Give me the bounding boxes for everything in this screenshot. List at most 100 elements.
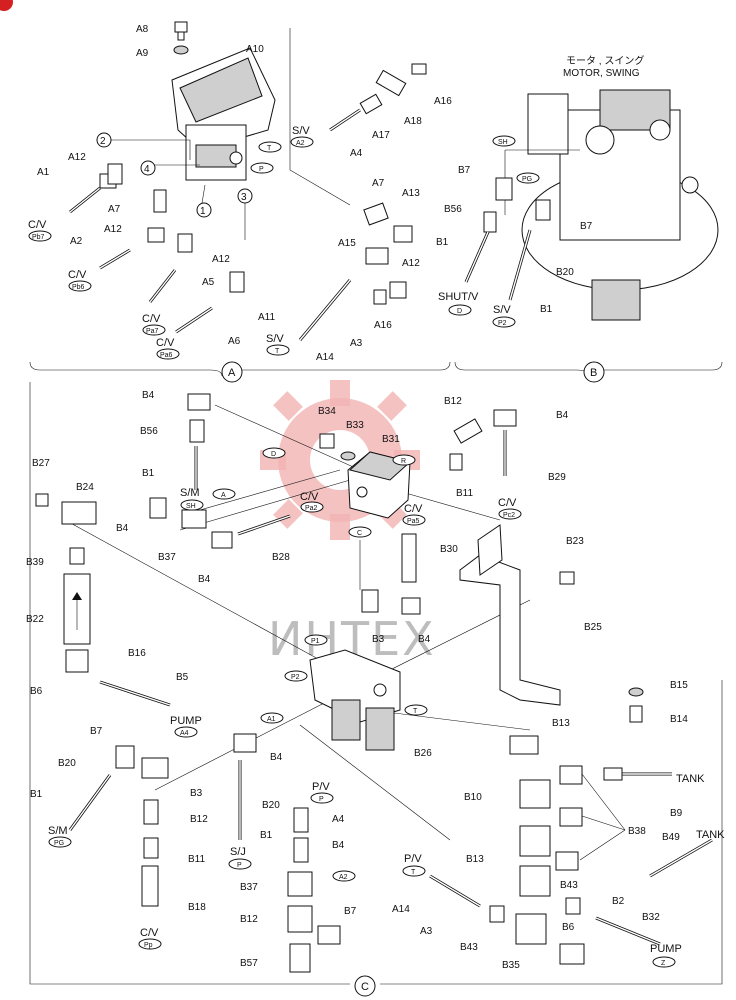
valve-block-b26	[309, 649, 401, 751]
label-b1: B1	[260, 830, 273, 841]
svg-text:C/V: C/V	[156, 337, 175, 349]
svg-text:S/V: S/V	[266, 333, 284, 345]
label-b34: B34	[318, 406, 336, 417]
svg-text:Pp: Pp	[144, 942, 153, 949]
svg-text:C/V: C/V	[28, 219, 47, 231]
label-b6: B6	[30, 686, 43, 697]
label-a12: A12	[402, 258, 420, 269]
fitting-b24	[61, 501, 97, 525]
svg-text:A1: A1	[267, 716, 276, 723]
hose-b16-b5	[99, 680, 171, 707]
label-b18: B18	[188, 902, 206, 913]
label-b5: B5	[176, 672, 189, 683]
svg-text:PUMP: PUMP	[650, 943, 682, 955]
bracket-b25	[459, 524, 561, 706]
svg-text:Pa6: Pa6	[160, 352, 173, 359]
hose-b28	[237, 514, 291, 536]
fitting-b35	[515, 913, 547, 945]
label-a1: A1	[37, 167, 50, 178]
label-b20: B20	[262, 800, 280, 811]
port-pv-p: P/V P	[310, 781, 334, 804]
label-b24: B24	[76, 482, 94, 493]
fitting-a4-c	[293, 807, 309, 833]
port-cv-pa6: C/V Pa6	[156, 337, 180, 360]
port-tag: P	[250, 162, 274, 174]
fitting-a12-4	[389, 281, 407, 299]
port-cv-pp: C/V Pp	[138, 927, 162, 950]
label-a14: A14	[316, 352, 334, 363]
fitting-a12-2	[147, 227, 165, 243]
label-b23: B23	[566, 536, 584, 547]
circled-number: 4	[140, 160, 156, 176]
fitting-b30	[401, 533, 417, 583]
fitting-b14	[629, 705, 643, 723]
label-a7: A7	[372, 178, 385, 189]
fitting-b34	[319, 433, 335, 449]
label-tank-2: TANK	[696, 829, 725, 841]
label-a3: A3	[350, 338, 363, 349]
fitting-b12-c	[453, 418, 483, 444]
svg-text:Pa5: Pa5	[407, 518, 420, 525]
label-b20: B20	[58, 758, 76, 769]
swing-motor	[521, 89, 719, 321]
label-a17: A17	[372, 130, 390, 141]
label-b1: B1	[30, 789, 43, 800]
fitting-a12-1	[107, 163, 123, 185]
fitting-b56-c	[189, 419, 205, 443]
label-b4: B4	[418, 634, 431, 645]
fitting-b11	[449, 453, 463, 471]
circled-number: 2	[96, 132, 112, 148]
label-a7: A7	[108, 204, 121, 215]
fitting-b37	[181, 509, 207, 529]
port-sv-a2: S/VA2	[290, 125, 314, 148]
svg-text:P: P	[319, 796, 324, 803]
svg-text:Pc2: Pc2	[503, 512, 515, 519]
label-a11: A11	[258, 312, 275, 323]
svg-text:R: R	[401, 458, 406, 465]
svg-text:T: T	[413, 708, 418, 715]
fitting-b6	[65, 649, 89, 673]
svg-text:S/V: S/V	[493, 304, 511, 316]
label-a15: A15	[338, 238, 356, 249]
label-a13: A13	[402, 188, 420, 199]
fitting-a13	[393, 225, 413, 243]
fitting-a15	[365, 247, 389, 265]
label-a18: A18	[404, 116, 422, 127]
svg-text:P/V: P/V	[312, 781, 330, 793]
hose-b20	[508, 229, 532, 301]
label-a9: A9	[136, 48, 149, 59]
label-b3: B3	[372, 634, 385, 645]
block-tag: T	[404, 704, 428, 716]
fitting-b10	[519, 779, 551, 809]
label-a16: A16	[434, 96, 452, 107]
fitting-a11	[229, 271, 245, 293]
fitting-a7-1	[153, 189, 167, 213]
hose-b2-b32	[595, 916, 661, 946]
label-b7: B7	[344, 906, 357, 917]
label-b4: B4	[332, 840, 345, 851]
label-b31: B31	[382, 434, 400, 445]
label-b33: B33	[346, 420, 364, 431]
svg-text:Pb7: Pb7	[32, 234, 45, 241]
label-b1: B1	[142, 468, 155, 479]
label-a4: A4	[332, 814, 345, 825]
block-tag: A1	[260, 712, 284, 724]
hose-b20-c	[68, 774, 112, 831]
fitting-b3	[361, 589, 379, 613]
svg-text:T: T	[275, 348, 280, 355]
label-b25: B25	[584, 622, 602, 633]
svg-text:C/V: C/V	[300, 491, 319, 503]
svg-text:S/M: S/M	[180, 487, 200, 499]
fitting-b56	[483, 211, 497, 233]
check-valve-b22	[63, 573, 91, 645]
port-sj-p: S/JP	[228, 846, 252, 870]
label-b4: B4	[116, 523, 129, 534]
svg-text:Pa2: Pa2	[305, 505, 318, 512]
port-shut-v-d: SHUT/VD	[438, 291, 479, 316]
label-b26: B26	[414, 748, 432, 759]
svg-text:C/V: C/V	[140, 927, 159, 939]
pilot-valve	[171, 47, 276, 181]
